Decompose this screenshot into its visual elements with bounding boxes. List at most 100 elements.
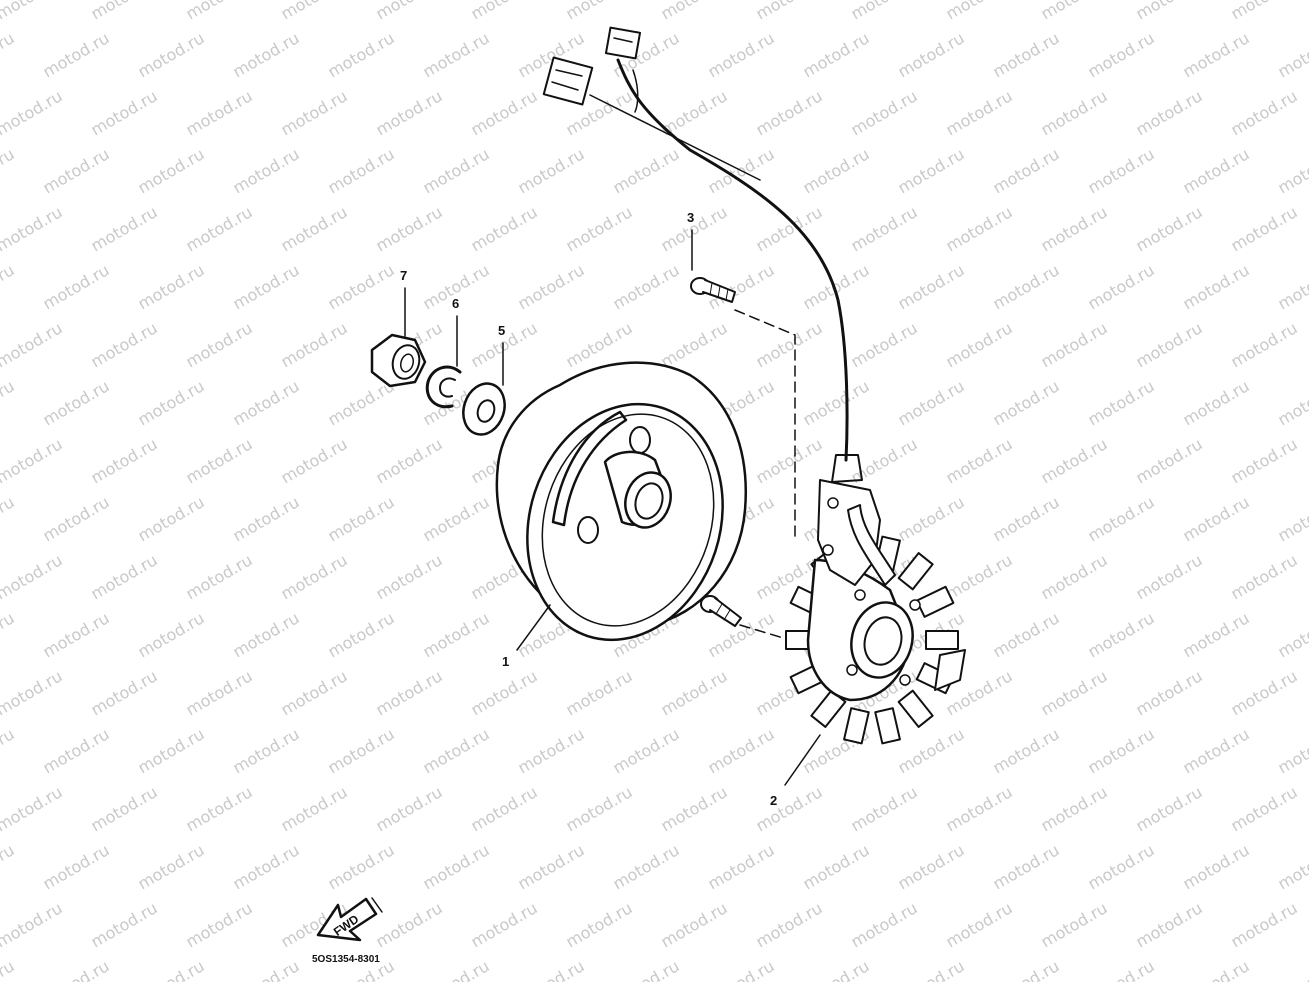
watermark-text: motod.ru bbox=[1085, 608, 1158, 661]
watermark-text: motod.ru bbox=[88, 550, 161, 603]
watermark-text: motod.ru bbox=[990, 144, 1063, 197]
watermark-text: motod.ru bbox=[183, 0, 256, 23]
watermark-text: motod.ru bbox=[563, 202, 636, 255]
callout-7: 7 bbox=[400, 268, 407, 283]
watermark-text: motod.ru bbox=[40, 492, 113, 545]
watermark-text: motod.ru bbox=[183, 86, 256, 139]
watermark-text: motod.ru bbox=[610, 260, 683, 313]
stator-pole bbox=[915, 585, 955, 618]
leader-lines bbox=[404, 229, 821, 786]
circlip-6 bbox=[425, 365, 462, 409]
watermark-text: motod.ru bbox=[658, 898, 731, 951]
watermark-text: motod.ru bbox=[753, 0, 826, 23]
watermark-text: motod.ru bbox=[1275, 260, 1309, 313]
watermark-text: motod.ru bbox=[230, 260, 303, 313]
watermark-text: motod.ru bbox=[1228, 898, 1301, 951]
watermark-text: motod.ru bbox=[800, 376, 873, 429]
watermark-text: motod.ru bbox=[943, 782, 1016, 835]
watermark-text: motod.ru bbox=[420, 492, 493, 545]
watermark-text: motod.ru bbox=[325, 840, 398, 893]
watermark-text: motod.ru bbox=[1180, 144, 1253, 197]
watermark-text: motod.ru bbox=[1038, 86, 1111, 139]
watermark-text: motod.ru bbox=[0, 898, 66, 951]
watermark-text: motod.ru bbox=[40, 956, 113, 982]
watermark-text: motod.ru bbox=[278, 202, 351, 255]
watermark-text: motod.ru bbox=[1275, 724, 1309, 777]
watermark-text: motod.ru bbox=[468, 898, 541, 951]
connector-b bbox=[604, 26, 642, 60]
watermark-text: motod.ru bbox=[943, 0, 1016, 23]
watermark-text: motod.ru bbox=[183, 202, 256, 255]
watermark-text: motod.ru bbox=[468, 202, 541, 255]
callout-1: 1 bbox=[502, 654, 509, 669]
watermark-text: motod.ru bbox=[895, 260, 968, 313]
watermark-text: motod.ru bbox=[0, 434, 66, 487]
watermark-text: motod.ru bbox=[135, 144, 208, 197]
watermark-text: motod.ru bbox=[895, 492, 968, 545]
watermark-text: motod.ru bbox=[515, 260, 588, 313]
watermark-text: motod.ru bbox=[1180, 376, 1253, 429]
watermark-text: motod.ru bbox=[88, 0, 161, 23]
watermark-text: motod.ru bbox=[325, 28, 398, 81]
watermark-text: motod.ru bbox=[468, 0, 541, 23]
watermark-text: motod.ru bbox=[278, 666, 351, 719]
watermark-text: motod.ru bbox=[610, 724, 683, 777]
stator-pole bbox=[843, 707, 870, 745]
watermark-text: motod.ru bbox=[1133, 0, 1206, 23]
watermark-text: motod.ru bbox=[0, 782, 66, 835]
stator bbox=[785, 479, 966, 745]
watermark-text: motod.ru bbox=[800, 956, 873, 982]
callout-6: 6 bbox=[452, 296, 459, 311]
watermark-text: motod.ru bbox=[468, 86, 541, 139]
watermark-text: motod.ru bbox=[0, 318, 66, 371]
watermark-text: motod.ru bbox=[40, 608, 113, 661]
callout-2: 2 bbox=[770, 793, 777, 808]
watermark-text: motod.ru bbox=[1275, 956, 1309, 982]
watermark-text: motod.ru bbox=[0, 376, 18, 429]
watermark-text: motod.ru bbox=[1133, 202, 1206, 255]
watermark-text: motod.ru bbox=[325, 492, 398, 545]
watermark-text: motod.ru bbox=[373, 550, 446, 603]
watermark-text: motod.ru bbox=[1133, 898, 1206, 951]
watermark-text: motod.ru bbox=[1133, 666, 1206, 719]
watermark-text: motod.ru bbox=[40, 28, 113, 81]
screw-3 bbox=[690, 277, 736, 303]
watermark-text: motod.ru bbox=[800, 260, 873, 313]
watermark-text: motod.ru bbox=[135, 28, 208, 81]
watermark-text: motod.ru bbox=[1085, 840, 1158, 893]
watermark-text: motod.ru bbox=[705, 724, 778, 777]
watermark-text: motod.ru bbox=[1228, 202, 1301, 255]
watermark-text: motod.ru bbox=[658, 0, 731, 23]
watermark-text: motod.ru bbox=[0, 492, 18, 545]
watermark-text: motod.ru bbox=[0, 608, 18, 661]
watermark-text: motod.ru bbox=[278, 434, 351, 487]
stator-pole bbox=[897, 689, 934, 728]
watermark-text: motod.ru bbox=[1085, 376, 1158, 429]
watermark-text: motod.ru bbox=[0, 28, 18, 81]
watermark-text: motod.ru bbox=[1133, 550, 1206, 603]
watermark-text: motod.ru bbox=[1133, 434, 1206, 487]
rotor bbox=[495, 361, 747, 642]
watermark-text: motod.ru bbox=[515, 724, 588, 777]
watermark-text: motod.ru bbox=[800, 28, 873, 81]
watermark-text: motod.ru bbox=[230, 724, 303, 777]
watermark-text: motod.ru bbox=[563, 782, 636, 835]
watermark-text: motod.ru bbox=[40, 376, 113, 429]
watermark-text: motod.ru bbox=[705, 28, 778, 81]
watermark-text: motod.ru bbox=[658, 318, 731, 371]
watermark-text: motod.ru bbox=[1180, 840, 1253, 893]
watermark-text: motod.ru bbox=[88, 202, 161, 255]
watermark-text: motod.ru bbox=[1275, 492, 1309, 545]
watermark-text: motod.ru bbox=[0, 724, 18, 777]
watermark-text: motod.ru bbox=[943, 434, 1016, 487]
watermark-text: motod.ru bbox=[753, 782, 826, 835]
watermark-text: motod.ru bbox=[0, 202, 66, 255]
watermark-text: motod.ru bbox=[183, 434, 256, 487]
watermark-text: motod.ru bbox=[278, 550, 351, 603]
watermark-text: motod.ru bbox=[420, 144, 493, 197]
watermark-text: motod.ru bbox=[1133, 86, 1206, 139]
watermark-text: motod.ru bbox=[40, 840, 113, 893]
watermark-text: motod.ru bbox=[325, 724, 398, 777]
watermark-text: motod.ru bbox=[88, 318, 161, 371]
wire-harness bbox=[542, 26, 863, 483]
